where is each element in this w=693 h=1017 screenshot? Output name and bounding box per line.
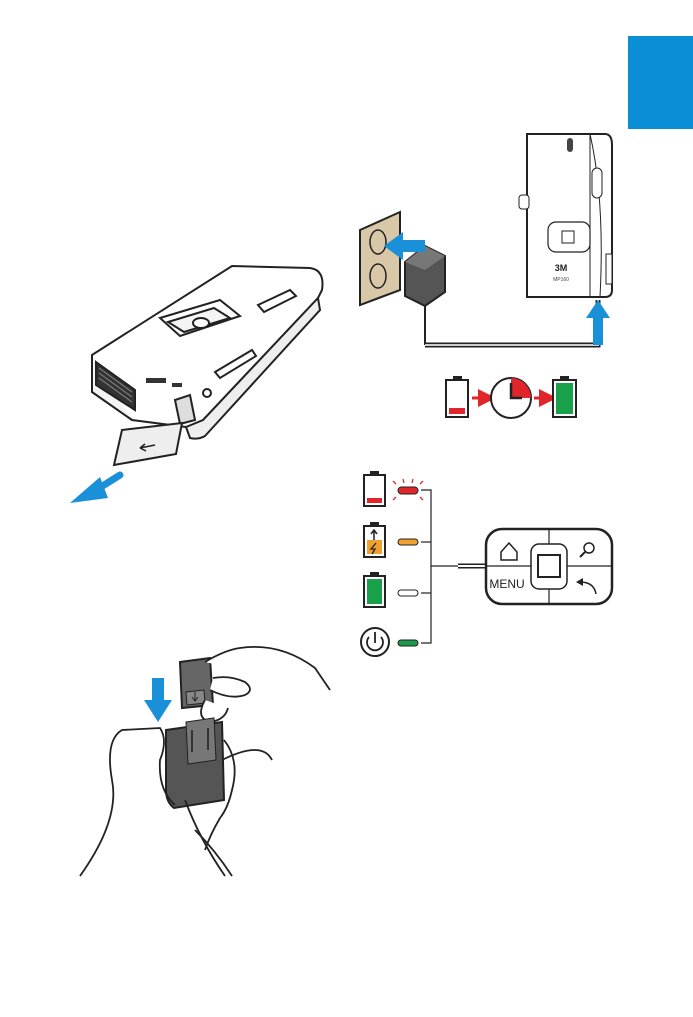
battery-low-icon: [446, 376, 468, 417]
led-green: [398, 640, 418, 646]
battery-full-status-icon: [364, 572, 385, 607]
clock-icon: [491, 378, 531, 418]
control-pad: [458, 529, 612, 604]
projector-illustration: [92, 266, 323, 439]
battery-charging-icon: [364, 522, 385, 557]
led-orange: [398, 539, 418, 545]
adapter-body: [166, 718, 224, 808]
insert-arrow-icon: [144, 678, 172, 722]
brand-logo: 3M: [555, 263, 568, 273]
model-label: MP160: [553, 277, 569, 283]
led-off: [398, 590, 418, 596]
power-icon: [361, 628, 389, 656]
wall-outlet: [360, 212, 400, 305]
dc-in-arrow-icon: [586, 300, 610, 345]
menu-label: MENU: [489, 577, 524, 591]
paper-strip: [114, 423, 182, 465]
led-red-blinking: [393, 479, 423, 500]
battery-low-status-icon: [364, 471, 385, 506]
led-connector-lines: [421, 490, 462, 643]
adapter-plug-illustration: [180, 658, 213, 708]
battery-full-icon: [553, 376, 576, 417]
hand-top: [201, 647, 330, 722]
pull-arrow-icon: [70, 475, 120, 503]
